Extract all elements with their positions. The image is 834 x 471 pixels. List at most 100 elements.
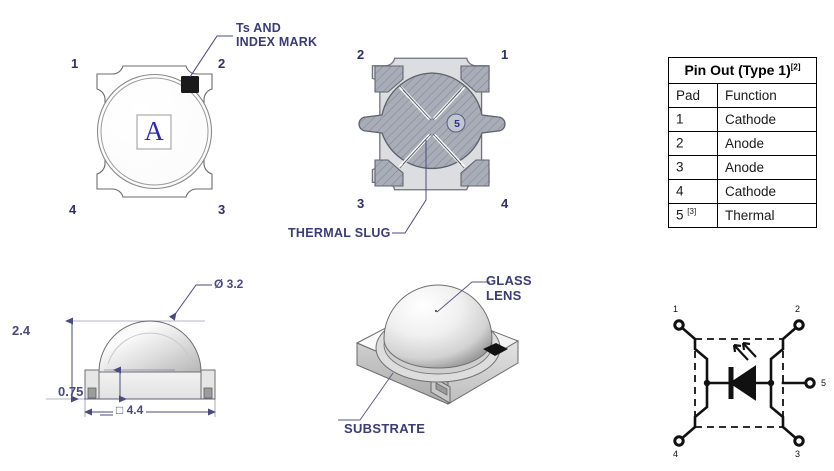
table-header-row: Pin Out (Type 1)[2] bbox=[668, 57, 817, 84]
pad-number: 2 bbox=[676, 135, 684, 151]
pin-out-table-title: Pin Out (Type 1)[2] bbox=[668, 57, 817, 84]
pad-number: 4 bbox=[676, 183, 684, 199]
row-function-value: Cathode bbox=[717, 179, 817, 204]
iso-view-panel: GLASS LENS SUBSTRATE bbox=[300, 265, 580, 465]
terminal-node-2 bbox=[793, 319, 805, 331]
thermal-slug-leader bbox=[392, 140, 427, 234]
side-view-panel: 2.4 0.75 □ 4.4 Ø 3.2 bbox=[0, 265, 270, 435]
column-header-pad: Pad bbox=[668, 83, 718, 108]
corner-pad-4 bbox=[460, 159, 490, 187]
terminal-node-4 bbox=[673, 435, 685, 447]
top-view-pad-4: 4 bbox=[69, 202, 77, 217]
table-row: 2 Anode bbox=[668, 131, 817, 156]
corner-pad-1 bbox=[460, 65, 490, 93]
die-square bbox=[136, 114, 172, 150]
corner-pad-3 bbox=[374, 159, 404, 187]
schematic-label-4: 4 bbox=[673, 449, 679, 459]
terminal-nodes bbox=[673, 319, 816, 447]
pad-number: 3 bbox=[676, 159, 684, 175]
row-pad-value: 5 [3] bbox=[668, 203, 718, 228]
schematic-label-2: 2 bbox=[795, 304, 801, 314]
schematic-label-1: 1 bbox=[673, 304, 679, 314]
slug-marker-circle bbox=[446, 113, 466, 133]
junction-dot-right bbox=[767, 379, 775, 387]
row-pad-value: 1 bbox=[668, 107, 718, 132]
pin-out-title-text: Pin Out (Type 1) bbox=[684, 62, 791, 78]
lens-dia-dimension-text: Ø 3.2 bbox=[214, 277, 244, 291]
pin-out-table-body: 1 Cathode 2 Anode 3 Anode 4 Cathode 5 [3… bbox=[668, 107, 817, 228]
iso-view-drawing bbox=[338, 281, 520, 421]
package-boundary-dashed bbox=[694, 338, 784, 428]
lens-inner-circle bbox=[100, 77, 209, 186]
pad-number: 5 bbox=[676, 207, 684, 223]
diode-triangle bbox=[729, 365, 756, 401]
thermal-slug bbox=[358, 72, 506, 170]
table-row: 1 Cathode bbox=[668, 107, 817, 132]
glass-lens-dome bbox=[383, 284, 493, 369]
top-view-pad-2: 2 bbox=[218, 56, 226, 71]
pin-out-title-footnote: [2] bbox=[790, 62, 801, 72]
table-column-header-row: Pad Function bbox=[668, 83, 817, 108]
thermal-slug-callout: THERMAL SLUG bbox=[288, 226, 391, 240]
pin-out-table: Pin Out (Type 1)[2] Pad Function 1 Catho… bbox=[668, 57, 817, 228]
table-row: 5 [3] Thermal bbox=[668, 203, 817, 228]
table-row: 4 Cathode bbox=[668, 179, 817, 204]
top-view-panel: A 1 2 4 3 Ts AND INDEX MARK bbox=[0, 0, 340, 250]
die-letter: A bbox=[144, 115, 164, 146]
terminal-leads bbox=[678, 324, 809, 442]
top-view-drawing bbox=[96, 35, 233, 198]
bottom-view-drawing bbox=[358, 57, 506, 234]
top-view-pad-1: 1 bbox=[71, 56, 79, 71]
pad-footnote: [3] bbox=[687, 207, 697, 217]
row-function-value: Cathode bbox=[717, 107, 817, 132]
schematic-label-5: 5 bbox=[821, 378, 827, 388]
schematic-panel: 1 2 4 3 5 bbox=[655, 295, 834, 465]
slug-pad-number: 5 bbox=[454, 117, 460, 130]
slug-slot-edges bbox=[399, 85, 465, 169]
top-view-pad-3: 3 bbox=[218, 202, 226, 217]
terminal-node-3 bbox=[793, 435, 805, 447]
left-standoff bbox=[87, 387, 97, 399]
schematic-label-3: 3 bbox=[795, 449, 801, 459]
table-row: 3 Anode bbox=[668, 155, 817, 180]
standoff-dimension-text: 0.75 bbox=[58, 384, 84, 399]
column-header-function: Function bbox=[717, 83, 817, 108]
row-pad-value: 2 bbox=[668, 131, 718, 156]
schematic-drawing bbox=[673, 319, 816, 447]
row-function-value: Thermal bbox=[717, 203, 817, 228]
index-mark-leader bbox=[189, 35, 233, 78]
corner-pad-2 bbox=[374, 65, 404, 93]
bottom-view-pad-1: 1 bbox=[501, 47, 509, 62]
right-standoff bbox=[203, 387, 213, 399]
bottom-view-pad-4: 4 bbox=[501, 196, 509, 211]
row-pad-value: 3 bbox=[668, 155, 718, 180]
corner-pads bbox=[374, 65, 490, 187]
row-function-value: Anode bbox=[717, 155, 817, 180]
row-pad-value: 4 bbox=[668, 179, 718, 204]
terminal-node-5 bbox=[804, 377, 816, 389]
bottom-view-panel: 5 2 1 3 4 THERMAL SLUG bbox=[288, 0, 640, 260]
emission-arrows bbox=[732, 341, 757, 361]
width-dimension-text: □ 4.4 bbox=[113, 404, 147, 416]
dome-lens bbox=[98, 320, 202, 373]
lens-apex-point bbox=[434, 309, 438, 313]
substrate-callout: SUBSTRATE bbox=[344, 421, 426, 436]
lens-dia-leader bbox=[169, 284, 212, 321]
glass-lens-leader bbox=[436, 281, 490, 313]
side-view-drawing bbox=[46, 284, 216, 417]
row-function-value: Anode bbox=[717, 131, 817, 156]
height-dimension-text: 2.4 bbox=[12, 323, 31, 338]
index-mark bbox=[181, 76, 199, 93]
junction-dot-left bbox=[703, 379, 711, 387]
ts-index-mark-callout: Ts AND INDEX MARK bbox=[236, 21, 318, 49]
substrate-body bbox=[84, 371, 216, 400]
pad-number: 1 bbox=[676, 111, 684, 127]
substrate-leader bbox=[338, 372, 394, 421]
terminal-node-1 bbox=[673, 319, 685, 331]
pin-out-table-head: Pin Out (Type 1)[2] Pad Function bbox=[668, 57, 817, 108]
corner-pad-notch-inner bbox=[435, 382, 448, 396]
iso-index-mark bbox=[483, 343, 508, 356]
dome-highlight bbox=[107, 332, 193, 365]
glass-lens-callout: GLASS LENS bbox=[486, 273, 532, 303]
